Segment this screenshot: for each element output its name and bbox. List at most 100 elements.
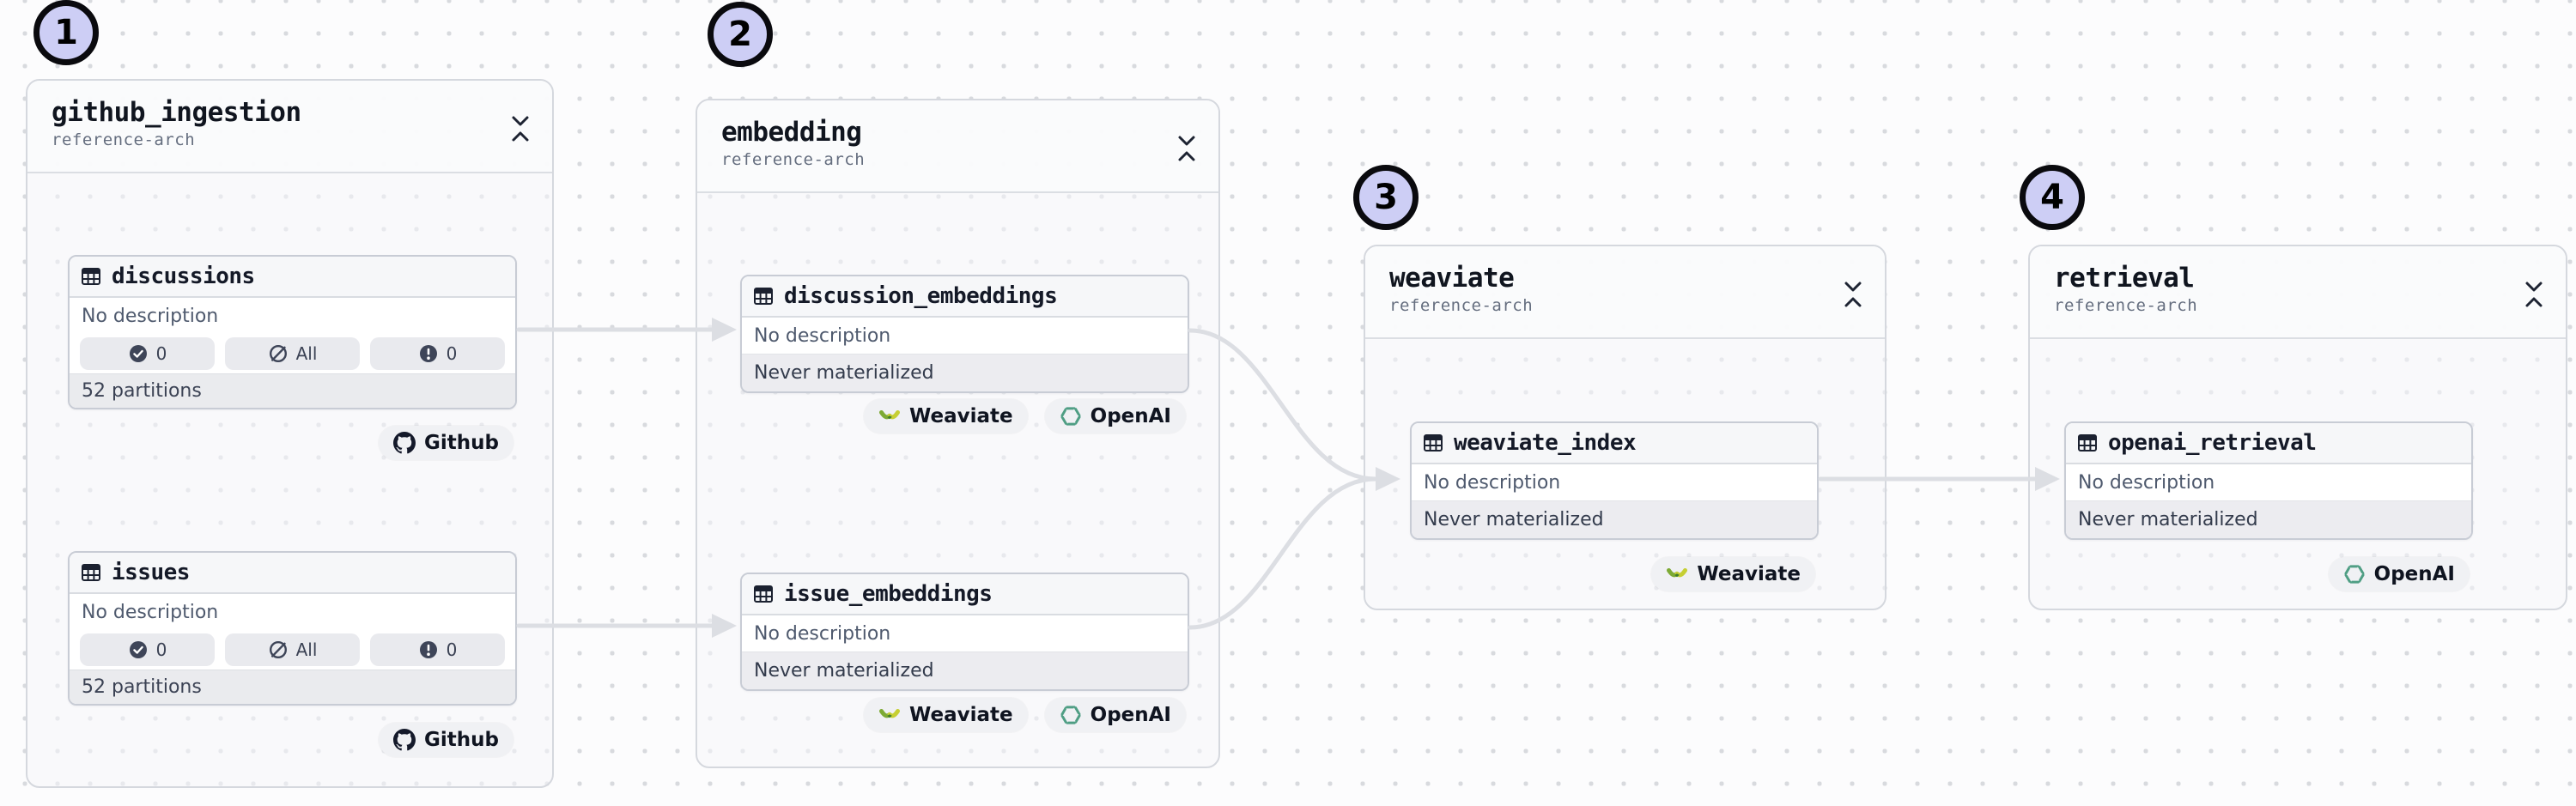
tag-label: OpenAI xyxy=(1090,704,1171,726)
failed-count: 0 xyxy=(446,639,458,660)
tag-openai[interactable]: OpenAI xyxy=(1044,399,1186,433)
collapse-icon xyxy=(1844,282,1862,307)
materialization-status: Never materialized xyxy=(2066,500,2471,538)
asset-name: weaviate_index xyxy=(1454,430,1637,456)
asset-description: No description xyxy=(1412,464,1817,500)
partitions-footer: 52 partitions xyxy=(70,670,515,704)
tag-row: Github xyxy=(379,426,513,460)
circle-slash-icon xyxy=(269,345,287,362)
tag-row: Weaviate OpenAI xyxy=(863,698,1186,732)
group-header-retrieval[interactable]: retrieval reference-arch xyxy=(2030,246,2566,339)
asset-card-discussions[interactable]: discussions No description 0 All 0 52 pa… xyxy=(68,255,517,409)
tag-openai[interactable]: OpenAI xyxy=(1044,698,1186,732)
group-header-github-ingestion[interactable]: github_ingestion reference-arch xyxy=(27,81,552,173)
tag-openai[interactable]: OpenAI xyxy=(2328,557,2470,591)
materialized-count-pill: 0 xyxy=(80,337,215,370)
tag-weaviate[interactable]: Weaviate xyxy=(863,698,1028,732)
missing-count-pill: All xyxy=(225,337,360,370)
asset-card-header: weaviate_index xyxy=(1412,423,1817,464)
missing-count: All xyxy=(295,639,318,660)
materialized-count: 0 xyxy=(155,343,167,364)
asset-description: No description xyxy=(2066,464,2471,500)
asset-card-header: discussions xyxy=(70,257,515,298)
materialized-count-pill: 0 xyxy=(80,633,215,666)
asset-name: discussions xyxy=(112,264,255,289)
weaviate-icon xyxy=(878,405,901,427)
materialization-status: Never materialized xyxy=(742,354,1188,391)
group-subtitle: reference-arch xyxy=(721,149,866,169)
group-title: weaviate xyxy=(1389,263,1515,294)
openai-icon xyxy=(1059,704,1082,726)
asset-card-discussion-embeddings[interactable]: discussion_embeddings No description Nev… xyxy=(740,275,1189,393)
missing-count-pill: All xyxy=(225,633,360,666)
tag-label: Github xyxy=(424,729,499,751)
weaviate-icon xyxy=(1666,563,1688,585)
partition-stats-row: 0 All 0 xyxy=(70,630,515,670)
table-icon xyxy=(1424,433,1443,451)
asset-description: No description xyxy=(742,318,1188,354)
collapse-icon xyxy=(2525,282,2543,307)
asset-group-retrieval: retrieval reference-arch openai_retrieva… xyxy=(2028,245,2567,610)
github-icon xyxy=(393,432,416,454)
asset-name: discussion_embeddings xyxy=(784,283,1058,309)
asset-card-header: issue_embeddings xyxy=(742,574,1188,615)
tag-weaviate[interactable]: Weaviate xyxy=(1651,557,1815,591)
step-annotation-1: 1 xyxy=(33,0,99,65)
weaviate-icon xyxy=(878,704,901,726)
asset-description: No description xyxy=(742,615,1188,651)
asset-group-embedding: embedding reference-arch discussion_embe… xyxy=(696,99,1220,768)
tag-label: OpenAI xyxy=(1090,405,1171,427)
partition-stats-row: 0 All 0 xyxy=(70,334,515,373)
circle-slash-icon xyxy=(269,641,287,658)
asset-card-header: issues xyxy=(70,553,515,594)
partitions-footer: 52 partitions xyxy=(70,373,515,408)
tag-label: OpenAI xyxy=(2373,563,2455,585)
step-annotation-4: 4 xyxy=(2020,165,2085,230)
asset-card-issue-embeddings[interactable]: issue_embeddings No description Never ma… xyxy=(740,573,1189,691)
asset-description: No description xyxy=(70,298,515,334)
step-annotation-2: 2 xyxy=(708,2,773,67)
check-circle-icon xyxy=(128,343,148,364)
tag-weaviate[interactable]: Weaviate xyxy=(863,399,1028,433)
table-icon xyxy=(2078,433,2097,451)
asset-name: openai_retrieval xyxy=(2108,430,2317,456)
group-header-weaviate[interactable]: weaviate reference-arch xyxy=(1365,246,1885,339)
table-icon xyxy=(754,585,773,603)
asset-card-issues[interactable]: issues No description 0 All 0 52 partiti… xyxy=(68,551,517,706)
collapse-icon xyxy=(512,116,529,142)
openai-icon xyxy=(2342,563,2366,585)
alert-circle-icon xyxy=(419,345,437,362)
collapse-group-button[interactable] xyxy=(1838,276,1868,310)
tag-row: Weaviate xyxy=(1651,557,1815,591)
failed-count-pill: 0 xyxy=(370,633,505,666)
materialization-status: Never materialized xyxy=(1412,500,1817,538)
alert-circle-icon xyxy=(419,641,437,658)
tag-github[interactable]: Github xyxy=(379,723,513,757)
group-subtitle: reference-arch xyxy=(1389,295,1534,315)
asset-group-weaviate: weaviate reference-arch weaviate_index N… xyxy=(1364,245,1886,610)
github-icon xyxy=(393,729,416,751)
check-circle-icon xyxy=(128,639,148,660)
materialization-status: Never materialized xyxy=(742,651,1188,689)
asset-card-openai-retrieval[interactable]: openai_retrieval No description Never ma… xyxy=(2064,421,2473,540)
group-title: embedding xyxy=(721,117,862,148)
tag-github[interactable]: Github xyxy=(379,426,513,460)
table-icon xyxy=(82,563,100,581)
collapse-group-button[interactable] xyxy=(1172,130,1201,164)
asset-name: issue_embeddings xyxy=(784,581,993,607)
collapse-icon xyxy=(1178,136,1195,161)
tag-label: Github xyxy=(424,432,499,454)
tag-label: Weaviate xyxy=(908,405,1013,427)
group-header-embedding[interactable]: embedding reference-arch xyxy=(697,100,1218,193)
table-icon xyxy=(82,267,100,285)
tag-label: Weaviate xyxy=(908,704,1013,726)
collapse-group-button[interactable] xyxy=(2519,276,2549,310)
asset-card-weaviate-index[interactable]: weaviate_index No description Never mate… xyxy=(1410,421,1819,540)
collapse-group-button[interactable] xyxy=(506,110,535,144)
tag-row: Github xyxy=(379,723,513,757)
tag-row: Weaviate OpenAI xyxy=(863,399,1186,433)
asset-group-github-ingestion: github_ingestion reference-arch discussi… xyxy=(26,79,554,788)
table-icon xyxy=(754,287,773,305)
group-subtitle: reference-arch xyxy=(52,130,196,149)
